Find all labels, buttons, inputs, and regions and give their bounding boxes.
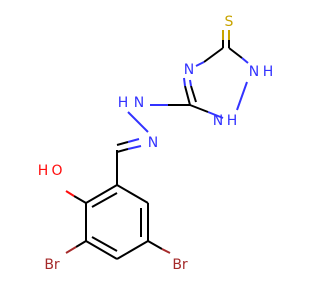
atom-imine-n: N <box>148 135 158 151</box>
atom-hydrazone-n: N <box>134 95 144 111</box>
bond-c-o <box>73 195 87 204</box>
bond-c-n-ring-double <box>190 85 197 103</box>
atom-n-top: N <box>184 62 194 78</box>
bond-c-br-right-br <box>161 248 171 254</box>
bond-c-br-left-br <box>65 246 77 254</box>
bond-nh1-nh2 <box>236 81 248 111</box>
bond-ring-6-inner <box>91 192 118 208</box>
atom-nh2-n: N <box>213 113 223 129</box>
molecule-structure: S N N H N H H N N H O Br Br <box>38 14 274 273</box>
bond-n-ch-double <box>116 141 129 146</box>
bond-nh-n <box>127 111 149 133</box>
bond-ring-4 <box>85 240 118 260</box>
bond-c-n-top <box>203 47 224 63</box>
bond-n-ch-n <box>127 145 142 150</box>
bond-c-br-left <box>75 240 87 248</box>
bond-ring-4-inner <box>91 236 118 252</box>
bond-c-o-o <box>65 190 75 197</box>
atom-br-left: Br <box>44 257 60 273</box>
bond-ring-1 <box>116 184 149 204</box>
atom-nh2-h: H <box>227 113 238 129</box>
bond-c-nh1 <box>228 47 243 59</box>
bond-nh2-c <box>207 111 224 119</box>
atom-nh1-h: H <box>263 64 274 80</box>
bond-c-br-right <box>147 240 163 250</box>
bond-n-ch <box>116 148 129 153</box>
molecule-canvas: S N N H N H H N N H O Br Br <box>38 14 274 273</box>
bond-c-nh1-n <box>241 57 249 64</box>
atom-s: S <box>225 14 234 30</box>
atom-hydroxyl-o: O <box>51 163 62 179</box>
bond-c-n-ring-double-n <box>189 79 192 87</box>
atom-br-right: Br <box>172 257 188 273</box>
bond-nh2-c-c <box>189 104 209 113</box>
bond-ring-6 <box>85 184 118 204</box>
atom-nh1-n: N <box>249 64 259 80</box>
bond-c-n-top-n <box>195 61 205 67</box>
bond-n-ch-double-n <box>127 138 140 143</box>
bond-ring-3 <box>116 240 149 260</box>
bond-c-n-ring-n <box>183 77 186 87</box>
atom-hydrazone-h: H <box>118 95 129 111</box>
atom-hydroxyl-h: H <box>38 163 49 179</box>
bond-c-n-ring <box>184 85 191 106</box>
